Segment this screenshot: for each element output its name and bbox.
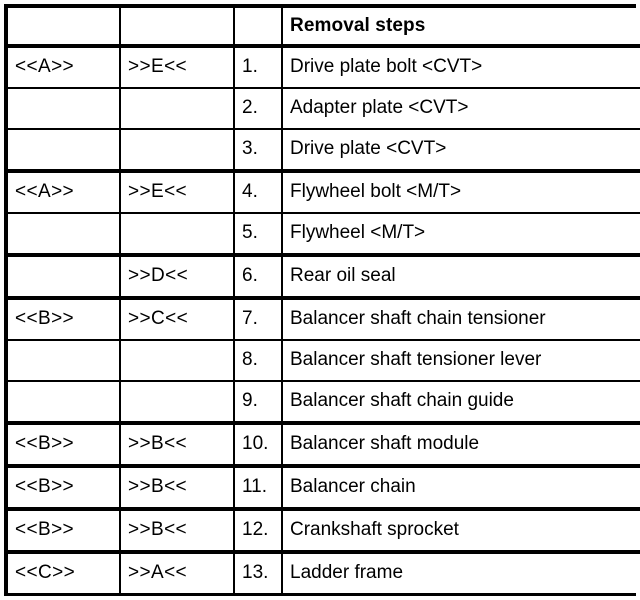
cell-reference <box>8 381 121 424</box>
cell-step-description: Balancer shaft chain tensioner <box>282 296 640 341</box>
cell-step-description: Ladder frame <box>282 550 640 593</box>
cell-step-number: 4. <box>234 169 283 214</box>
table-row: 2.Adapter plate <CVT> <box>8 88 640 130</box>
cell-reference: <<A>> <box>8 169 121 214</box>
cell-reference <box>8 129 121 172</box>
cell-step-description: Flywheel bolt <M/T> <box>282 169 640 214</box>
header-cell-number <box>234 8 283 47</box>
removal-steps-table: Removal steps <<A>>>>E<<1.Drive plate bo… <box>8 8 640 593</box>
cell-code: >>B<< <box>120 464 235 510</box>
table-row: 3.Drive plate <CVT> <box>8 129 640 172</box>
cell-step-description: Flywheel <M/T> <box>282 213 640 256</box>
table-row: <<A>>>>E<<1.Drive plate bolt <CVT> <box>8 44 640 89</box>
cell-step-number: 6. <box>234 253 283 299</box>
cell-step-number: 1. <box>234 44 283 89</box>
cell-code <box>120 381 235 424</box>
cell-step-description: Balancer shaft module <box>282 421 640 467</box>
table-row: 9.Balancer shaft chain guide <box>8 381 640 424</box>
cell-code: >>E<< <box>120 169 235 214</box>
cell-step-description: Balancer chain <box>282 464 640 510</box>
cell-step-number: 11. <box>234 464 283 510</box>
cell-code: >>C<< <box>120 296 235 341</box>
cell-code: >>A<< <box>120 550 235 593</box>
cell-step-description: Balancer shaft tensioner lever <box>282 340 640 382</box>
table-row: >>D<<6.Rear oil seal <box>8 253 640 299</box>
cell-code: >>B<< <box>120 507 235 553</box>
cell-step-number: 9. <box>234 381 283 424</box>
cell-step-number: 2. <box>234 88 283 130</box>
cell-code <box>120 88 235 130</box>
cell-reference <box>8 253 121 299</box>
cell-reference: <<B>> <box>8 296 121 341</box>
cell-step-number: 10. <box>234 421 283 467</box>
removal-steps-table-container: Removal steps <<A>>>>E<<1.Drive plate bo… <box>4 4 640 596</box>
header-cell-removal-steps: Removal steps <box>282 8 640 47</box>
cell-step-number: 5. <box>234 213 283 256</box>
cell-step-description: Crankshaft sprocket <box>282 507 640 553</box>
cell-step-description: Balancer shaft chain guide <box>282 381 640 424</box>
cell-step-number: 7. <box>234 296 283 341</box>
cell-reference: <<A>> <box>8 44 121 89</box>
cell-step-description: Drive plate <CVT> <box>282 129 640 172</box>
cell-step-description: Drive plate bolt <CVT> <box>282 44 640 89</box>
cell-code: >>E<< <box>120 44 235 89</box>
cell-reference <box>8 88 121 130</box>
cell-code: >>D<< <box>120 253 235 299</box>
cell-reference <box>8 213 121 256</box>
cell-step-number: 12. <box>234 507 283 553</box>
table-row: <<B>>>>B<<12.Crankshaft sprocket <box>8 507 640 553</box>
cell-step-number: 8. <box>234 340 283 382</box>
cell-code <box>120 129 235 172</box>
table-row: <<B>>>>B<<11.Balancer chain <box>8 464 640 510</box>
cell-step-number: 13. <box>234 550 283 593</box>
cell-step-description: Rear oil seal <box>282 253 640 299</box>
table-row: <<C>>>>A<<13.Ladder frame <box>8 550 640 593</box>
cell-reference: <<B>> <box>8 464 121 510</box>
table-row: <<B>>>>C<<7.Balancer shaft chain tension… <box>8 296 640 341</box>
header-cell-code <box>120 8 235 47</box>
cell-reference: <<B>> <box>8 421 121 467</box>
table-row: 8.Balancer shaft tensioner lever <box>8 340 640 382</box>
cell-reference <box>8 340 121 382</box>
table-header-row: Removal steps <box>8 8 640 47</box>
cell-step-number: 3. <box>234 129 283 172</box>
cell-code <box>120 340 235 382</box>
table-row: <<A>>>>E<<4.Flywheel bolt <M/T> <box>8 169 640 214</box>
table-body: Removal steps <<A>>>>E<<1.Drive plate bo… <box>8 8 640 593</box>
cell-step-description: Adapter plate <CVT> <box>282 88 640 130</box>
table-row: <<B>>>>B<<10.Balancer shaft module <box>8 421 640 467</box>
table-row: 5.Flywheel <M/T> <box>8 213 640 256</box>
header-cell-reference <box>8 8 121 47</box>
cell-reference: <<B>> <box>8 507 121 553</box>
cell-reference: <<C>> <box>8 550 121 593</box>
cell-code: >>B<< <box>120 421 235 467</box>
cell-code <box>120 213 235 256</box>
